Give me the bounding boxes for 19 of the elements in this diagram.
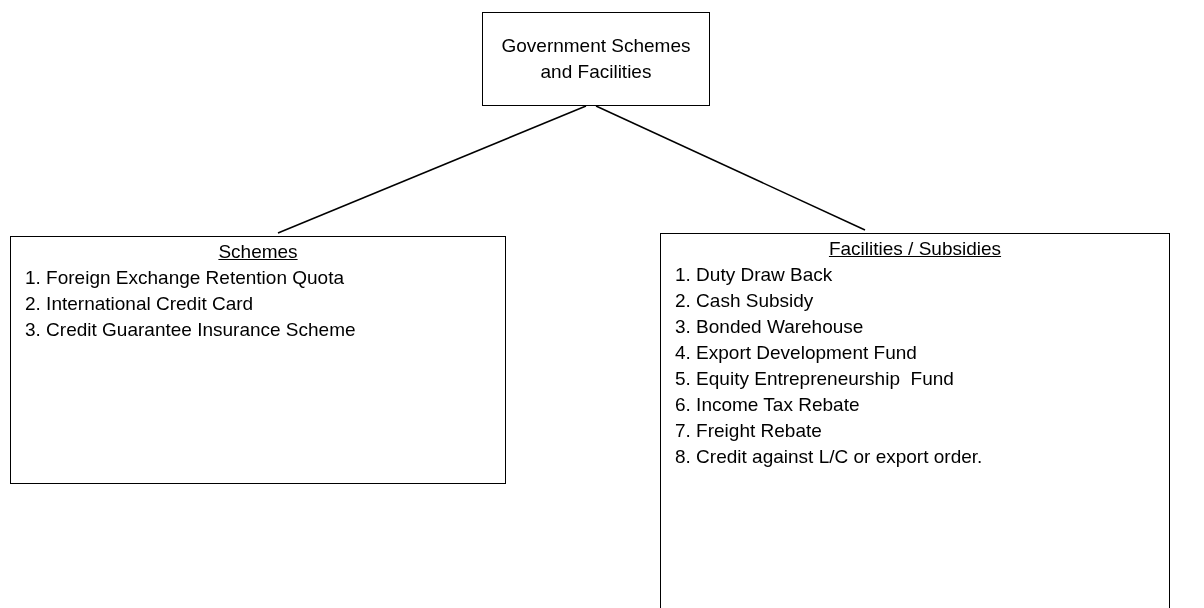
list-item: 3. Credit Guarantee Insurance Scheme (24, 318, 357, 342)
list-item: 5. Equity Entrepreneurship Fund (674, 367, 955, 391)
connector-line (277, 105, 587, 234)
category-box (660, 233, 1170, 608)
list-item: 3. Bonded Warehouse (674, 315, 865, 339)
list-item: 4. Export Development Fund (674, 341, 918, 365)
root-box (482, 12, 710, 106)
list-item: 8. Credit against L/C or export order. (674, 445, 984, 469)
box-heading: Schemes (217, 240, 299, 264)
box-title: Government Schemes and Facilities (500, 34, 692, 84)
list-item: 1. Foreign Exchange Retention Quota (24, 266, 345, 290)
connector-line (595, 105, 866, 231)
list-item: 1. Duty Draw Back (674, 263, 834, 287)
box-heading: Facilities / Subsidies (827, 237, 1003, 261)
list-item: 2. Cash Subsidy (674, 289, 815, 313)
list-item: 2. International Credit Card (24, 292, 255, 316)
list-item: 7. Freight Rebate (674, 419, 823, 443)
category-box (10, 236, 506, 484)
list-item: 6. Income Tax Rebate (674, 393, 861, 417)
